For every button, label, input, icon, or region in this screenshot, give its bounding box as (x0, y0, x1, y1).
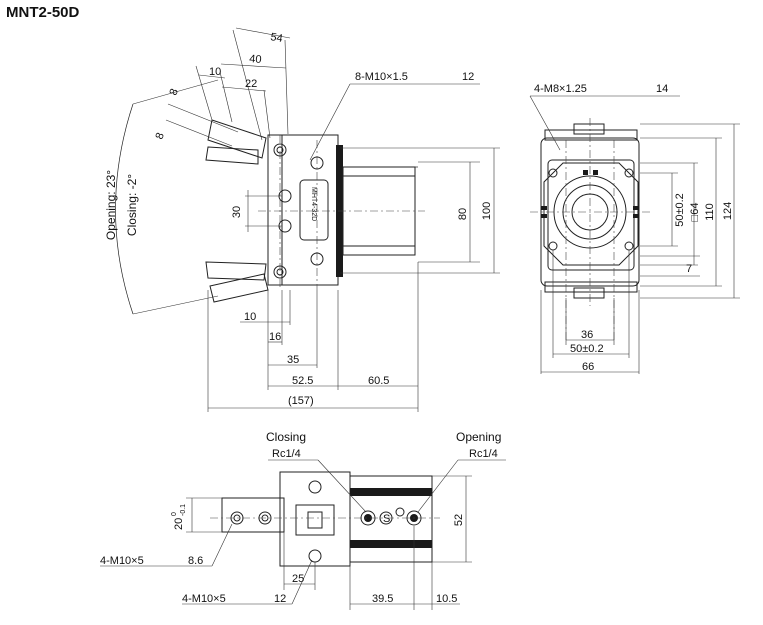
top-jaw-block (279, 471, 351, 567)
dim-50-horizontal: 50±0.2 (570, 343, 604, 355)
dim-100: 100 (481, 202, 493, 220)
dim-8-top: 8 (168, 87, 181, 97)
page-title: MNT2-50D (6, 4, 80, 21)
dim-110: 110 (704, 203, 716, 221)
dim-total: (157) (288, 395, 314, 407)
dim-52-5: 52.5 (292, 375, 313, 387)
dim-7: 7 (686, 263, 692, 275)
dim-25: 25 (292, 573, 304, 585)
thread-label-side: 8-M10×1.5 (355, 71, 408, 83)
dim-36: 36 (581, 329, 593, 341)
front-finger-top (544, 129, 638, 141)
dim-10-bottom: 10 (244, 311, 256, 323)
upper-finger-closed (205, 146, 259, 165)
top-view: S Closing Rc1/4 Opening Rc1/4 20 0 -0.1 … (100, 430, 506, 610)
thread-label-top-1: 4-M10×5 (100, 555, 144, 567)
front-finger-bottom (544, 281, 638, 293)
upper-finger (207, 119, 267, 159)
opening-angle-label: Opening: 23° (104, 170, 118, 240)
model-marking: MHT4-32D (310, 187, 317, 221)
dim-10-line (198, 74, 226, 79)
front-octagon (543, 162, 639, 266)
dim-22-line (221, 86, 267, 92)
front-view: 4-M8×1.25 14 50±0.2 □64 110 124 7 36 50±… (529, 83, 740, 374)
closing-port-size: Rc1/4 (272, 448, 301, 460)
side-view: Opening: 23° Closing: -2° 54 40 10 22 8 … (104, 27, 500, 412)
dim-40-line (220, 63, 287, 69)
dim-60-5: 60.5 (368, 375, 389, 387)
dim-66: 66 (582, 361, 594, 373)
dim-54: 54 (269, 31, 283, 45)
arc-leader-top (132, 79, 219, 105)
port-marking: S (383, 513, 390, 525)
arc-leader-bottom (132, 295, 219, 315)
opening-label: Opening (456, 430, 501, 444)
dim-20-tol-lower: -0.1 (180, 504, 187, 516)
thread-depth-top-2: 12 (274, 593, 286, 605)
dim-124: 124 (722, 202, 734, 220)
dim-50-vertical: 50±0.2 (674, 193, 686, 227)
closing-label: Closing (266, 430, 306, 444)
thread-depth-top-1: 8.6 (188, 555, 203, 567)
dim-64: □64 (689, 203, 701, 222)
dim-20: 20 (173, 518, 185, 530)
dim-10-5: 10.5 (436, 593, 457, 605)
dim-52: 52 (453, 514, 465, 526)
top-cylinder (349, 475, 433, 563)
dim-16: 16 (269, 331, 281, 343)
dim-10: 10 (209, 66, 221, 78)
top-finger (221, 497, 285, 533)
nameplate (299, 179, 329, 241)
dim-22: 22 (245, 78, 257, 90)
thread-label-top-2: 4-M10×5 (182, 593, 226, 605)
dim-20-tol-upper: 0 (171, 512, 178, 516)
lower-finger (205, 261, 267, 281)
dim-35: 35 (287, 354, 299, 366)
dim-54-line (235, 27, 291, 39)
closing-angle-label: Closing: -2° (125, 174, 139, 236)
dim-8-bottom: 8 (154, 131, 167, 141)
dim-39-5: 39.5 (372, 593, 393, 605)
opening-arc (115, 103, 134, 315)
opening-port-size: Rc1/4 (469, 448, 498, 460)
dim-40: 40 (249, 53, 262, 66)
thread-depth-side: 12 (462, 71, 474, 83)
thread-depth-front: 14 (656, 83, 668, 95)
dim-80: 80 (457, 208, 469, 220)
dim-30: 30 (231, 206, 243, 218)
thread-label-front: 4-M8×1.25 (534, 83, 587, 95)
